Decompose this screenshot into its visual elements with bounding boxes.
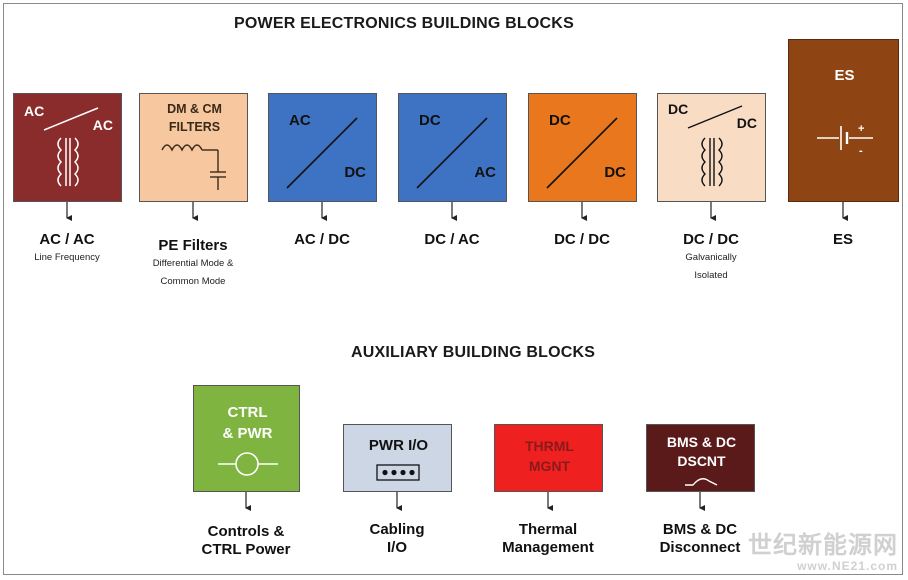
thermal-caption-line2: Management [502,539,594,556]
ac-ac-caption-main: AC / AC [39,231,95,248]
bms-caption-line2: Disconnect [659,539,741,556]
disconnect-switch-icon [685,478,718,486]
dc-dc-isolated-block: DC DC [657,93,766,202]
watermark-text: 世纪新能源网 [748,532,898,559]
pe-filters-block: DM & CM FILTERS [139,93,248,202]
pe-filters-caption: PE Filters Differential Mode & Common Mo… [153,237,234,291]
bms-caption-line1: BMS & DC [662,521,738,538]
dc-dc-iso-caption-sub2: Isolated [694,270,728,281]
ac-ac-top-label: AC [24,103,45,119]
pe-filters-line1: DM & CM [167,102,222,116]
pe-filters-line2: FILTERS [168,120,221,134]
pwr-io-block: PWR I/O [343,424,452,492]
connector-icon [376,464,420,481]
ac-dc-caption-main: AC / DC [294,231,350,248]
diagram-frame [3,3,903,575]
ac-dc-top-label: AC [289,112,311,129]
ac-dc-bottom-label: DC [344,164,366,181]
watermark: 世纪新能源网 www.NE21.com [748,532,898,573]
energy-storage-block: ES + - [788,39,899,202]
thermal-block: THRML MGNT [494,424,603,492]
pwr-io-caption-line2: I/O [386,539,407,556]
isolation-transformer-icon [687,105,743,187]
dc-dc-top-label: DC [549,112,571,129]
bms-line1: BMS & DC [666,434,737,450]
thermal-caption-line1: Thermal [518,521,578,538]
dc-dc-iso-caption: DC / DC Galvanically Isolated [683,231,739,285]
ctrl-pwr-line1: CTRL [227,404,268,421]
dc-dc-iso-top-label: DC [668,101,689,117]
auxiliary-section-title: AUXILIARY BUILDING BLOCKS [351,344,596,361]
dc-ac-block: DC AC [398,93,507,202]
es-caption: ES [833,231,853,249]
converter-diagonal-icon [416,117,488,189]
watermark-url: www.NE21.com [797,559,898,573]
thermal-line2: MGNT [528,458,571,474]
dc-ac-caption-main: DC / AC [424,231,480,248]
ac-ac-caption-sub: Line Frequency [34,252,100,263]
bms-block: BMS & DC DSCNT [646,424,755,492]
battery-icon [817,126,873,150]
dc-dc-bottom-label: DC [604,164,626,181]
pe-filters-caption-main: PE Filters [158,237,228,254]
transformer-icon [43,107,99,187]
ac-ac-block: AC AC [13,93,122,202]
ctrl-pwr-caption-line2: CTRL Power [201,541,291,558]
ac-ac-bottom-label: AC [92,117,113,133]
ac-ac-caption: AC / AC Line Frequency [34,231,99,267]
dc-dc-iso-bottom-label: DC [736,115,757,131]
battery-minus-sign: - [859,145,863,157]
ac-dc-block: AC DC [268,93,377,202]
dc-dc-iso-caption-sub1: Galvanically [685,252,737,263]
pe-filters-caption-sub2: Common Mode [160,276,226,287]
main-section-title: POWER ELECTRONICS BUILDING BLOCKS [234,15,574,32]
filter-inductor-capacitor-icon [161,144,226,190]
ac-dc-caption: AC / DC [294,231,350,249]
ctrl-pwr-caption: Controls & CTRL Power [202,523,291,559]
thermal-line1: THRML [525,438,574,454]
dc-ac-bottom-label: AC [474,164,496,181]
es-title: ES [834,67,855,84]
dc-dc-iso-caption-main: DC / DC [683,231,739,248]
control-switch-icon [218,452,278,476]
battery-plus-sign: + [858,123,865,135]
pwr-io-caption: Cabling I/O [370,521,425,557]
bms-line2: DSCNT [677,453,726,469]
ctrl-pwr-line2: & PWR [222,425,273,442]
ctrl-pwr-caption-line1: Controls & [207,523,285,540]
thermal-caption: Thermal Management [502,521,594,557]
dc-dc-caption-main: DC / DC [554,231,610,248]
pwr-io-title: PWR I/O [368,437,429,454]
ctrl-pwr-block: CTRL & PWR [193,385,300,492]
dc-dc-caption: DC / DC [554,231,610,249]
dc-ac-caption: DC / AC [424,231,479,249]
converter-diagonal-icon [286,117,358,189]
converter-diagonal-icon [546,117,618,189]
pe-filters-caption-sub1: Differential Mode & [152,258,234,269]
dc-dc-block: DC DC [528,93,637,202]
es-caption-main: ES [832,231,854,248]
bms-caption: BMS & DC Disconnect [660,521,741,557]
dc-ac-top-label: DC [419,112,441,129]
pwr-io-caption-line1: Cabling [369,521,425,538]
